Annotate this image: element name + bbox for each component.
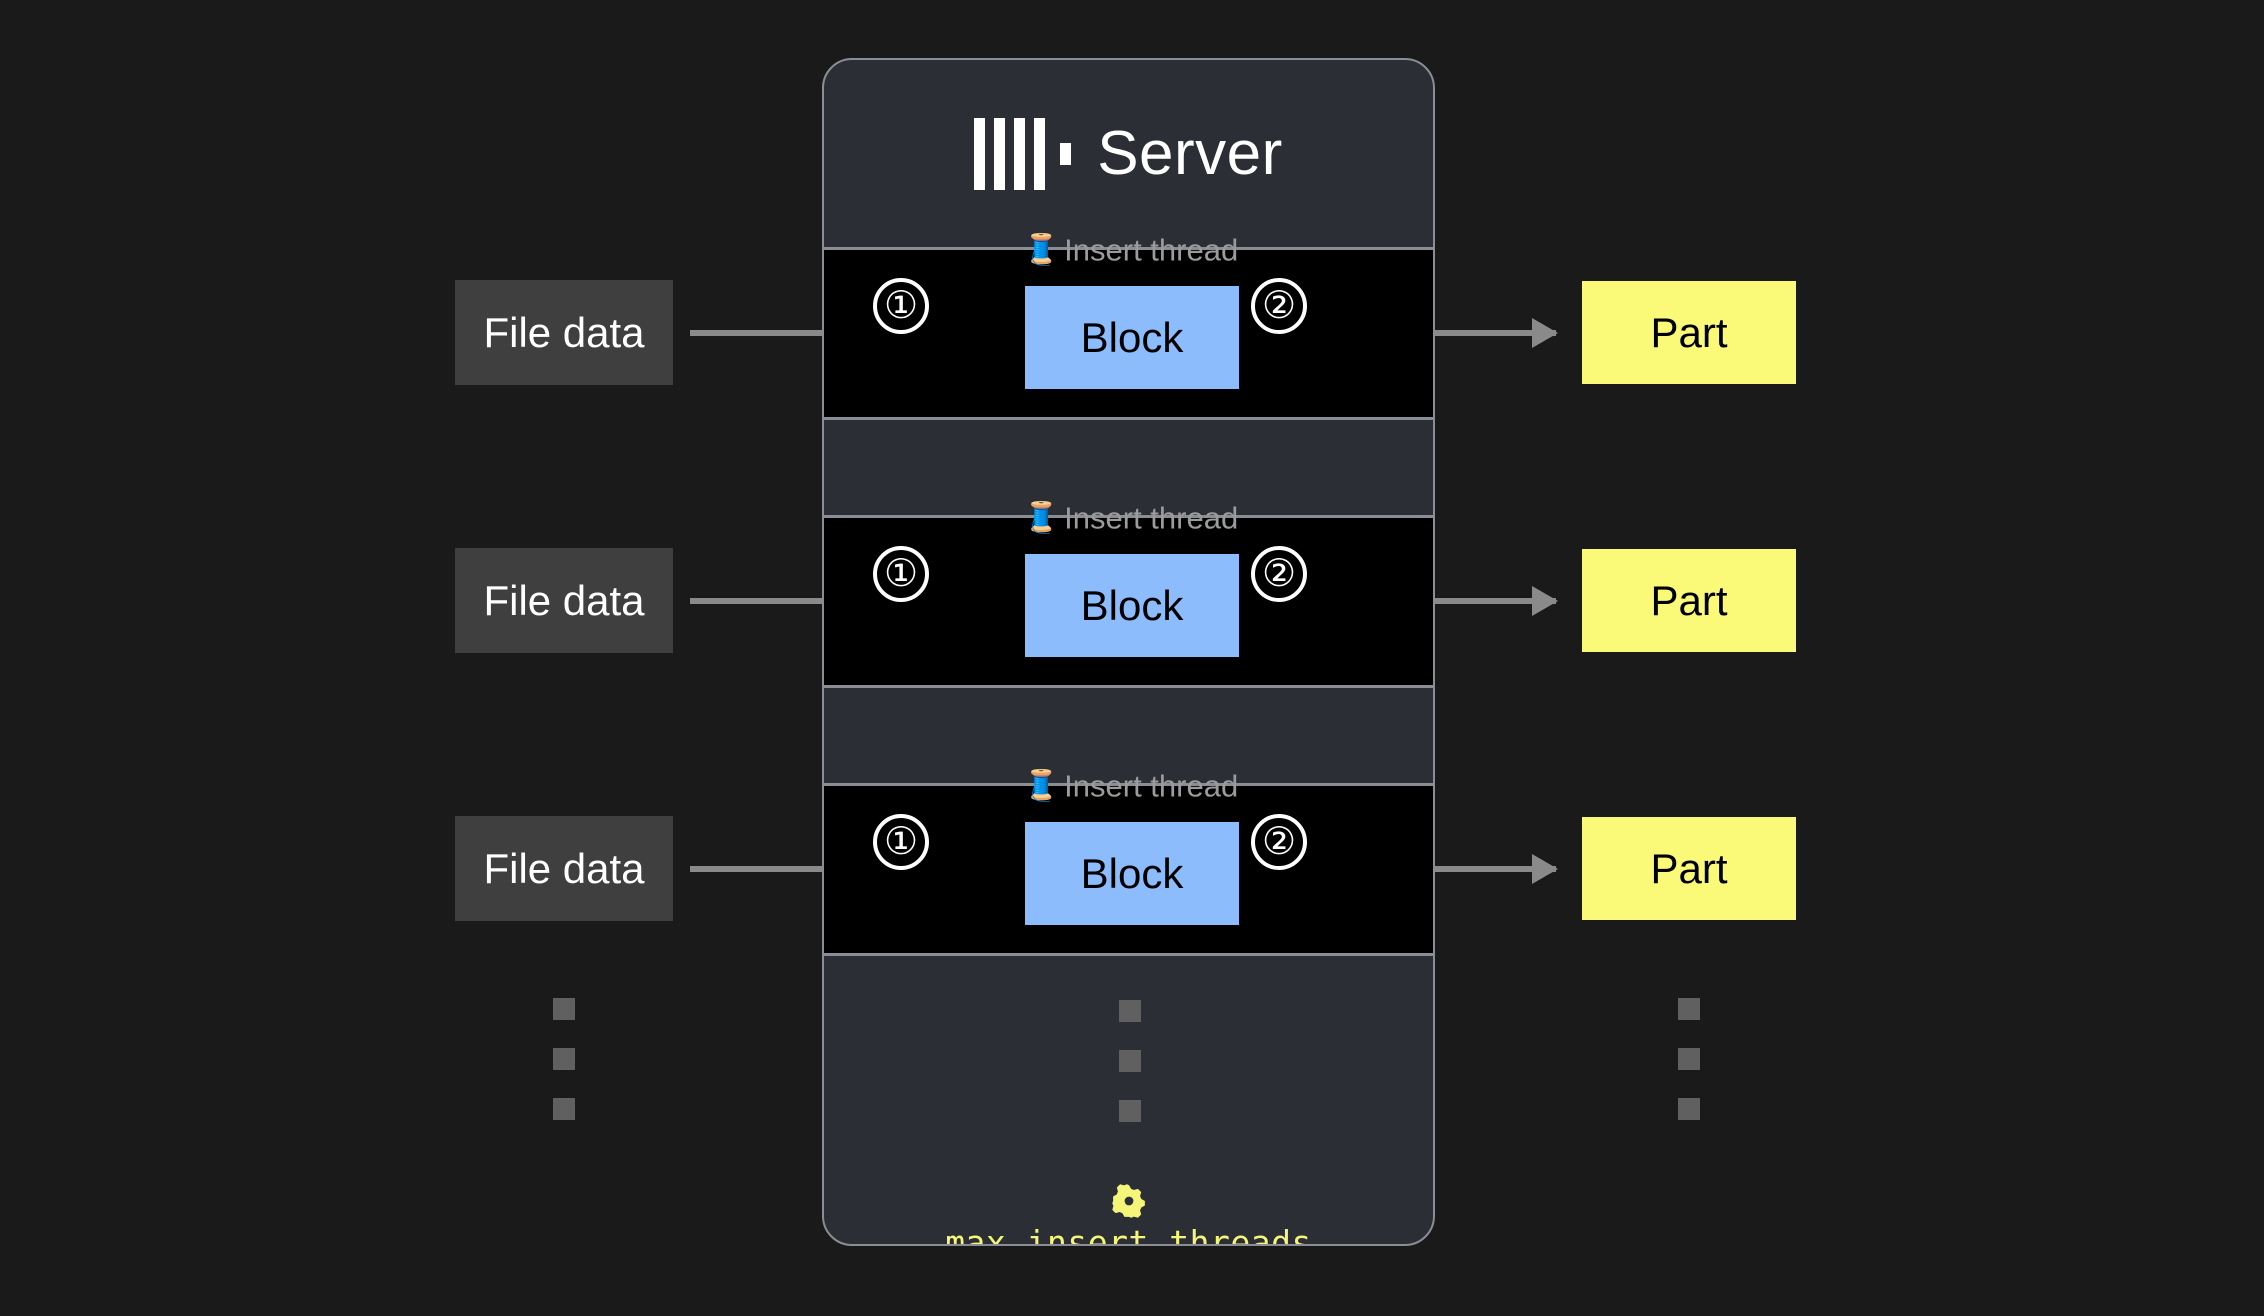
server-title: Server <box>1097 118 1283 188</box>
ellipsis-part-column <box>1678 998 1700 1120</box>
ellipsis-dot <box>553 1048 575 1070</box>
server-header: Server <box>824 60 1433 247</box>
part-label: Part <box>1650 308 1728 356</box>
block-label: Block <box>1080 581 1184 629</box>
block-label: Block <box>1080 849 1184 897</box>
ellipsis-block-column <box>1119 1000 1141 1122</box>
step-number-1-lane-2: ① <box>873 546 929 602</box>
part-label: Part <box>1650 844 1728 892</box>
file-data-label: File data <box>483 308 645 356</box>
setting-name: max_insert_threads <box>945 1223 1312 1246</box>
ellipsis-dot <box>1678 1098 1700 1120</box>
insert-thread-lane-3: 🧵 Insert thread ① ② Block <box>824 771 1433 956</box>
server-card: Server 🧵 Insert thread ① ② Block 🧵 Inser… <box>822 58 1435 1246</box>
ellipsis-dot <box>1678 1048 1700 1070</box>
part-box-1: Part <box>1582 281 1796 384</box>
ellipsis-dot <box>553 1098 575 1120</box>
file-data-label: File data <box>483 844 645 892</box>
ellipsis-file-data-column <box>553 998 575 1120</box>
clickhouse-logo-icon <box>974 117 1072 190</box>
file-data-box-3: File data <box>455 816 673 921</box>
insert-thread-lane-1: 🧵 Insert thread ① ② Block <box>824 235 1433 420</box>
file-data-box-2: File data <box>455 548 673 653</box>
file-data-box-1: File data <box>455 280 673 385</box>
ellipsis-dot <box>1678 998 1700 1020</box>
insert-thread-lane-2: 🧵 Insert thread ① ② Block <box>824 503 1433 688</box>
ellipsis-dot <box>553 998 575 1020</box>
step-number-2-lane-2: ② <box>1251 546 1307 602</box>
step-number-2-lane-1: ② <box>1251 278 1307 334</box>
block-box-2: Block <box>1025 554 1239 657</box>
part-label: Part <box>1650 576 1728 624</box>
thread-spool-icon: 🧵 <box>1022 501 1061 534</box>
setting-footer: max_insert_threads <box>824 1184 1433 1246</box>
insert-thread-label-2: 🧵 Insert thread <box>1022 500 1239 536</box>
block-box-3: Block <box>1025 822 1239 925</box>
insert-thread-label-3: 🧵 Insert thread <box>1022 768 1239 804</box>
step-number-1-lane-3: ① <box>873 814 929 870</box>
ellipsis-dot <box>1119 1000 1141 1022</box>
gear-icon <box>1111 1184 1145 1218</box>
thread-spool-icon: 🧵 <box>1022 769 1061 802</box>
part-box-2: Part <box>1582 549 1796 652</box>
step-number-1-lane-1: ① <box>873 278 929 334</box>
file-data-label: File data <box>483 576 645 624</box>
ellipsis-dot <box>1119 1100 1141 1122</box>
part-box-3: Part <box>1582 817 1796 920</box>
block-box-1: Block <box>1025 286 1239 389</box>
ellipsis-dot <box>1119 1050 1141 1072</box>
block-label: Block <box>1080 313 1184 361</box>
step-number-2-lane-3: ② <box>1251 814 1307 870</box>
thread-spool-icon: 🧵 <box>1022 233 1061 266</box>
insert-thread-label-1: 🧵 Insert thread <box>1022 232 1239 268</box>
